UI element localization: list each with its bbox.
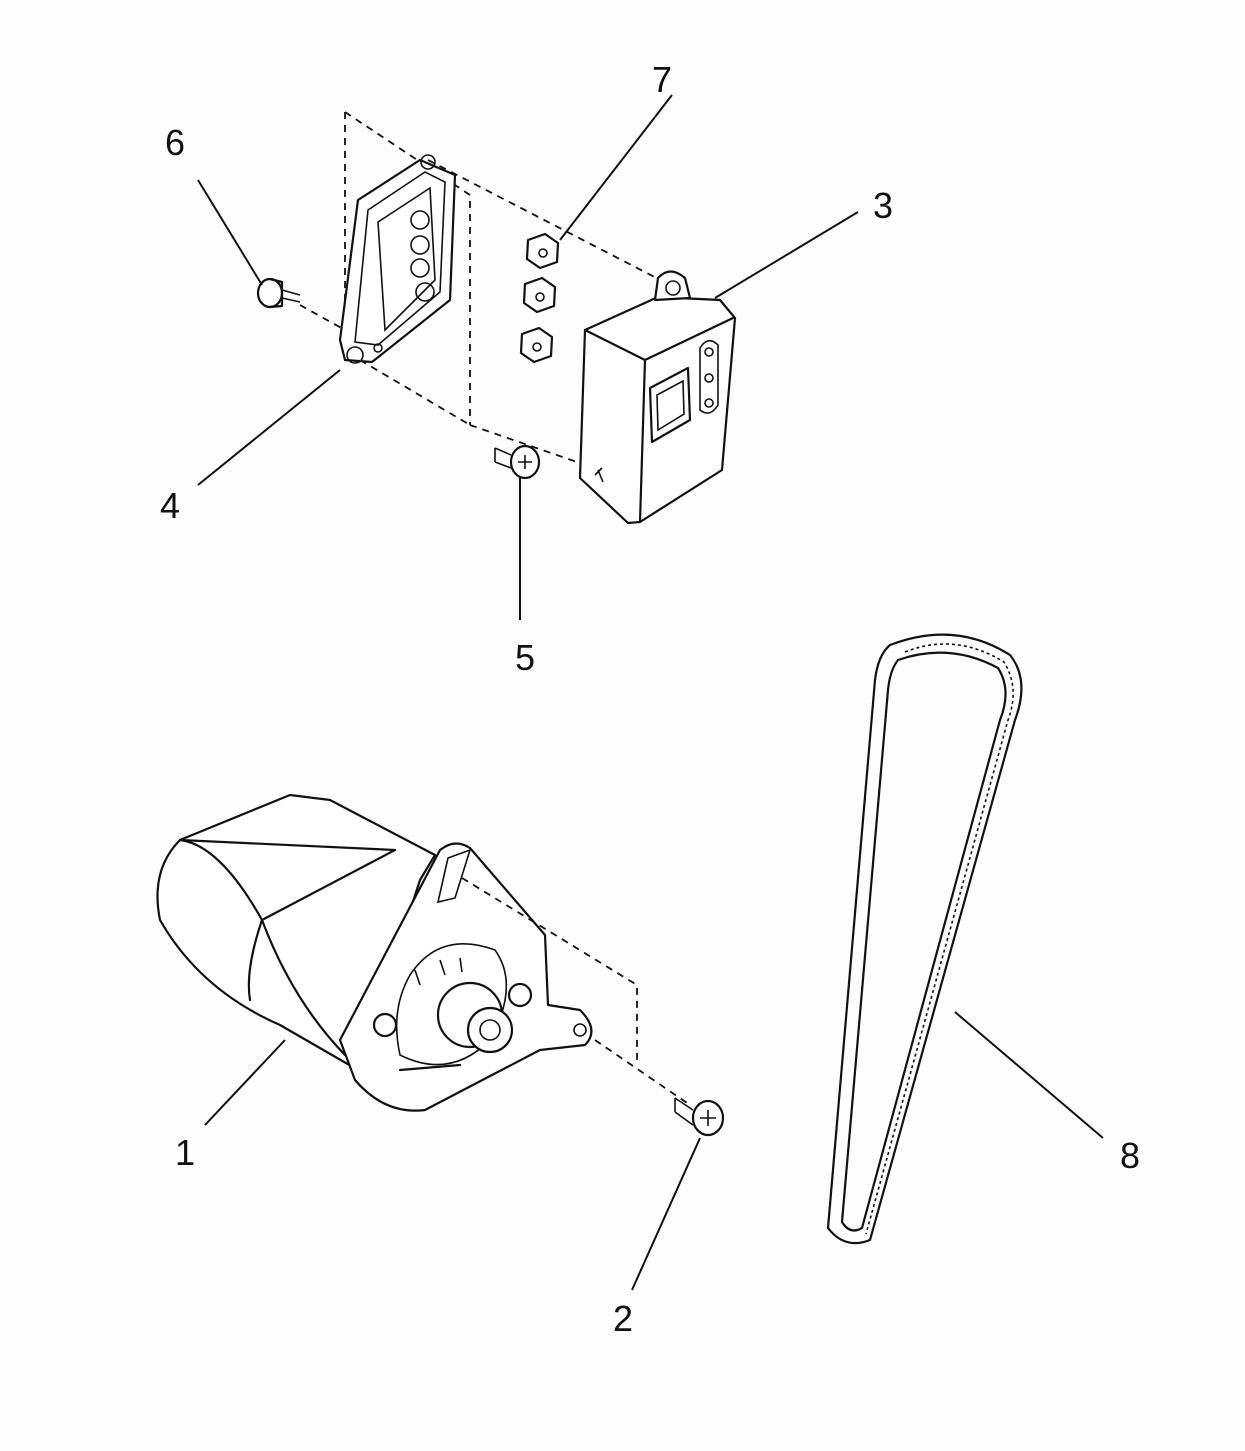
callout-8: 8 [1120, 1135, 1140, 1176]
callout-1: 1 [175, 1132, 195, 1173]
callout-5: 5 [515, 637, 535, 678]
motor-mounting-screw [674, 1097, 725, 1137]
callout-labels: 6 7 3 4 5 1 2 8 [160, 59, 1140, 1339]
callout-7: 7 [652, 59, 672, 100]
callout-3: 3 [873, 185, 893, 226]
switch-box [578, 270, 737, 525]
terminal-plate [338, 154, 457, 364]
leader-lines [197, 94, 1104, 1291]
plate-screw [256, 277, 301, 309]
callout-6: 6 [165, 122, 185, 163]
callout-4: 4 [160, 485, 180, 526]
motor [156, 793, 593, 1112]
terminal-nuts [519, 232, 560, 364]
callout-2: 2 [613, 1298, 633, 1339]
assembly-guide-lines-lower [461, 877, 691, 1106]
timing-belt [826, 633, 1023, 1245]
switch-box-screw [494, 444, 541, 480]
